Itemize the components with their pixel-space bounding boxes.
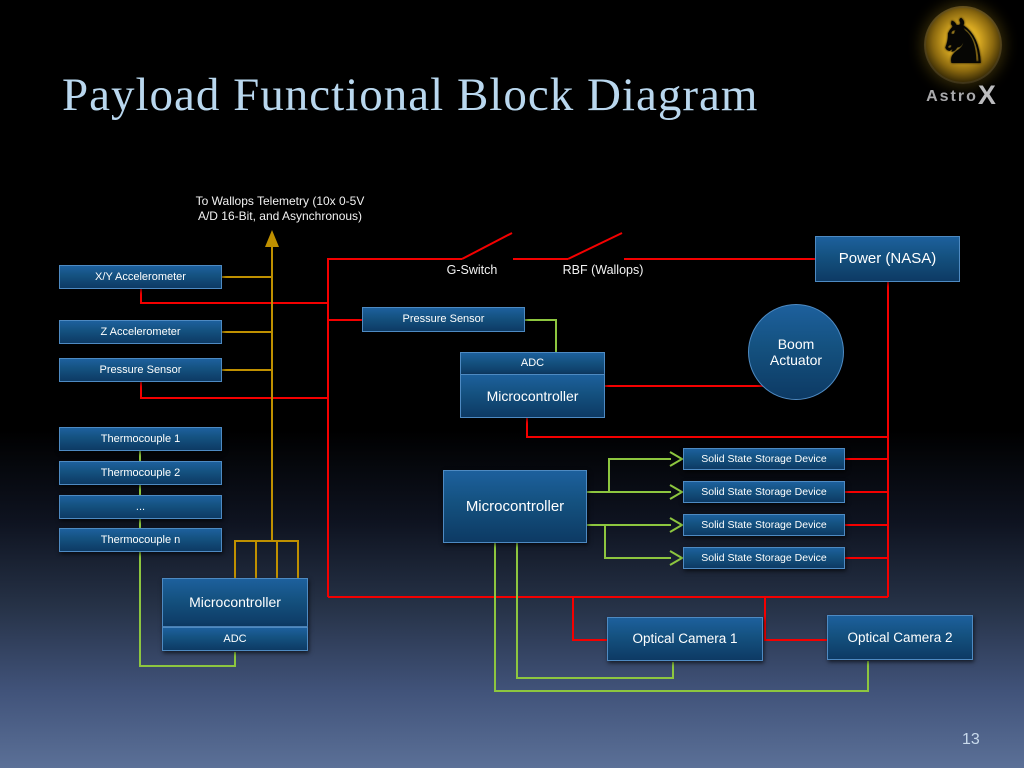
block-label: Solid State Storage Device	[701, 518, 827, 531]
block-label: ADC	[223, 632, 247, 645]
block-label: ADC	[520, 357, 545, 370]
adc-manifold	[234, 540, 299, 578]
micro-to-camera1	[516, 543, 674, 679]
block-z-accelerometer: Z Accelerometer	[59, 320, 222, 344]
up-arrow-icon	[265, 230, 279, 247]
block-thermocouple-n: Thermocouple n	[59, 528, 222, 552]
astrox-logo: ♞ AstroX	[900, 2, 1022, 114]
block-label: Microcontroller	[465, 497, 565, 515]
block-microcontroller-central: Microcontroller	[443, 470, 587, 543]
block-adc-left: ADC	[162, 627, 308, 651]
block-thermocouple-2: Thermocouple 2	[59, 461, 222, 485]
pressure-to-adc	[525, 319, 557, 352]
block-label: X/Y Accelerometer	[95, 270, 186, 283]
block-label: Optical Camera 1	[632, 631, 738, 647]
analog-bus-gold	[222, 230, 299, 578]
block-label: Pressure Sensor	[99, 363, 182, 376]
arrowhead-icon	[669, 517, 684, 533]
block-optical-camera-2: Optical Camera 2	[827, 615, 973, 660]
micro-to-camera2	[494, 543, 869, 692]
arrowhead-icon	[669, 550, 684, 566]
block-ssd-3: Solid State Storage Device	[683, 514, 845, 536]
g-switch-label: G-Switch	[446, 263, 498, 277]
page-title: Payload Functional Block Diagram	[62, 69, 759, 121]
block-adc-mid: ADC	[460, 352, 605, 375]
block-thermocouple-ellipsis: ...	[59, 495, 222, 519]
power-bus-red	[140, 232, 889, 641]
block-pressure-sensor-mid: Pressure Sensor	[362, 307, 525, 332]
page-number: 13	[962, 731, 980, 748]
block-thermocouple-1: Thermocouple 1	[59, 427, 222, 451]
block-label: Boom Actuator	[769, 335, 823, 368]
telemetry-note-line1: To Wallops Telemetry (10x 0-5V	[195, 194, 365, 208]
brand-x: X	[977, 80, 996, 110]
block-ssd-2: Solid State Storage Device	[683, 481, 845, 503]
block-label: Power (NASA)	[838, 250, 937, 268]
block-label: Solid State Storage Device	[701, 485, 827, 498]
power-bus-topleft	[327, 258, 462, 597]
astrox-wordmark: AstroX	[900, 80, 1022, 111]
pressure-left-power-feed	[140, 382, 328, 399]
block-label: Thermocouple n	[100, 533, 181, 546]
thermo-to-adc	[139, 552, 236, 667]
block-label: Solid State Storage Device	[701, 452, 827, 465]
block-boom-actuator: Boom Actuator	[748, 304, 844, 400]
block-label: ...	[135, 500, 146, 513]
horse-knight-icon: ♞	[935, 7, 991, 77]
block-label: Thermocouple 2	[100, 466, 181, 479]
micro-mid-power-feed	[526, 418, 888, 438]
g-switch-blade	[461, 232, 513, 260]
data-bus-green	[139, 319, 869, 692]
block-microcontroller-left: Microcontroller	[162, 578, 308, 627]
block-pressure-sensor-left: Pressure Sensor	[59, 358, 222, 382]
astrox-emblem: ♞	[924, 6, 1002, 84]
rbf-switch-blade	[567, 232, 623, 260]
block-label: Optical Camera 2	[847, 629, 953, 645]
block-label: Microcontroller	[189, 594, 281, 611]
camera1-power-feed	[572, 597, 607, 641]
camera2-power-feed	[764, 597, 827, 641]
arrowhead-icon	[669, 451, 684, 467]
block-label: Microcontroller	[486, 387, 579, 404]
rbf-label: RBF (Wallops)	[562, 263, 644, 277]
block-optical-camera-1: Optical Camera 1	[607, 617, 763, 661]
block-microcontroller-mid: Microcontroller	[460, 374, 605, 418]
block-label: Solid State Storage Device	[701, 551, 827, 564]
block-label: Pressure Sensor	[402, 313, 485, 326]
block-label: Z Accelerometer	[100, 325, 181, 338]
xy-accel-power-feed	[140, 289, 328, 304]
block-ssd-1: Solid State Storage Device	[683, 448, 845, 470]
telemetry-note: To Wallops Telemetry (10x 0-5V A/D 16-Bi…	[180, 194, 380, 224]
brand-astro: Astro	[926, 88, 978, 105]
telemetry-note-line2: A/D 16-Bit, and Asynchronous)	[197, 209, 363, 223]
block-power-nasa: Power (NASA)	[815, 236, 960, 282]
block-label: Thermocouple 1	[100, 432, 181, 445]
arrowhead-icon	[669, 484, 684, 500]
block-ssd-4: Solid State Storage Device	[683, 547, 845, 569]
block-xy-accelerometer: X/Y Accelerometer	[59, 265, 222, 289]
